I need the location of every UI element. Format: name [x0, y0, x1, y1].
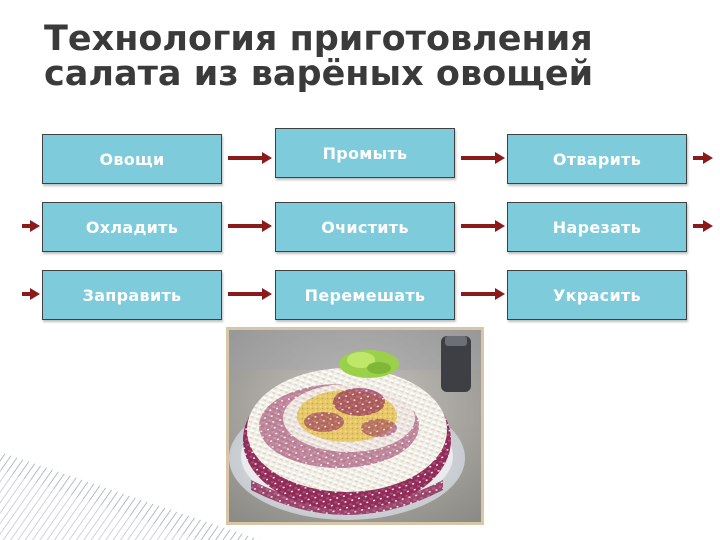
title-line-2: салата из варёных овощей	[44, 54, 594, 94]
arrow-right-icon	[693, 220, 713, 232]
arrow-right-icon	[461, 288, 505, 300]
step-box-cool: Охладить	[42, 202, 222, 252]
page-title: Технология приготовления салата из варён…	[44, 22, 593, 92]
arrow-right-icon	[693, 152, 713, 164]
arrow-right-icon	[461, 220, 505, 232]
step-box-wash: Промыть	[275, 128, 455, 178]
step-box-vegetables: Овощи	[42, 134, 222, 184]
salad-image	[229, 330, 481, 522]
arrow-right-icon	[22, 288, 40, 300]
arrow-right-icon	[461, 152, 505, 164]
title-line-1: Технология приготовления	[44, 19, 593, 59]
salad-photo	[226, 327, 484, 525]
arrow-right-icon	[22, 220, 40, 232]
step-box-peel: Очистить	[275, 202, 455, 252]
step-box-cut: Нарезать	[507, 202, 687, 252]
step-box-mix: Перемешать	[275, 270, 455, 320]
arrow-right-icon	[228, 152, 272, 164]
arrow-right-icon	[228, 220, 272, 232]
arrow-right-icon	[228, 288, 272, 300]
step-box-boil: Отварить	[507, 134, 687, 184]
step-box-dress: Заправить	[42, 270, 222, 320]
step-box-decorate: Украсить	[507, 270, 687, 320]
